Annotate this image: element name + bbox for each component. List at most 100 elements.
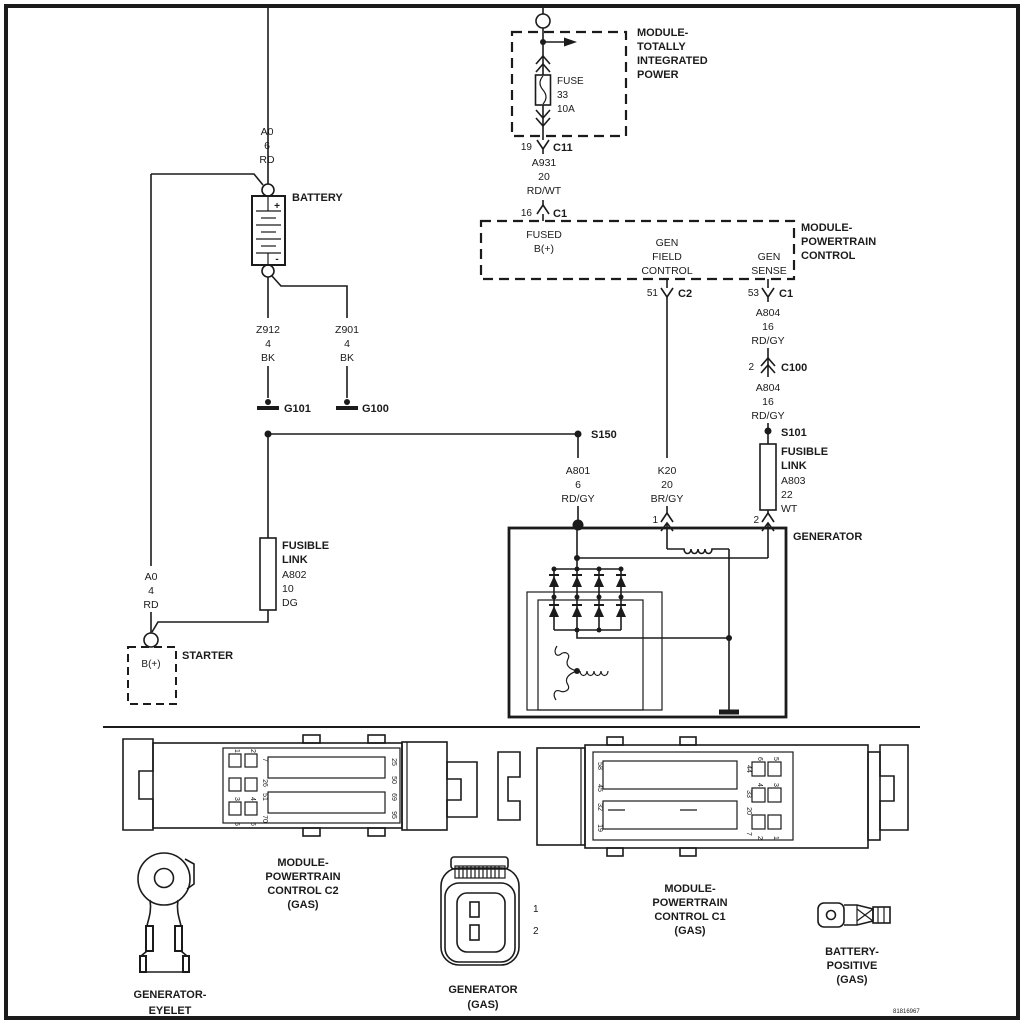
c1-name: C1: [779, 288, 793, 300]
c2-pin-number: 6: [249, 822, 256, 826]
c2-pin-number: 5: [233, 822, 240, 826]
wire-color: BK: [340, 352, 354, 364]
tipm-title-line: INTEGRATED: [637, 55, 708, 67]
pcm-title-line: MODULE-: [801, 222, 853, 234]
wire-gauge: 4: [265, 338, 271, 350]
battery-symbol: A0 6 RD + - BATTERY: [151, 126, 343, 278]
rectifier-diodes: [549, 566, 626, 633]
fuse-element-icon: [539, 75, 547, 105]
battery-positive-caption-line: POSITIVE: [827, 960, 878, 972]
generator-connector-pin1: [469, 901, 480, 918]
c1-caption-line: (GAS): [674, 925, 706, 937]
generator-box: GENERATOR: [507, 526, 862, 719]
wire-color: RD: [259, 154, 275, 166]
wire-color: RD/WT: [527, 185, 562, 197]
wire-gauge: 20: [538, 171, 550, 183]
c2-pin-slot: [267, 756, 386, 779]
wire-circuit: A801: [566, 465, 591, 477]
generator-connector-caption-line: (GAS): [467, 999, 499, 1011]
c2-pin-slot: [267, 791, 386, 814]
generator-internals: [526, 528, 768, 715]
wire-color: DG: [282, 597, 298, 609]
fusible-link-title: LINK: [781, 460, 807, 472]
wire-circuit: A931: [532, 157, 557, 169]
starter-terminal-label: B(+): [141, 659, 160, 670]
battery-positive-caption-line: BATTERY-: [825, 946, 879, 958]
c2-row-number: 26: [261, 779, 268, 787]
c11-name: C11: [553, 142, 573, 154]
pcm-terminal-label: CONTROL: [641, 265, 692, 277]
wire-circuit: A803: [781, 475, 806, 487]
tipm-title-line: TOTALLY: [637, 41, 686, 53]
c2-name: C2: [678, 288, 692, 300]
wire-gauge: 16: [762, 321, 774, 333]
c1-pin: 53: [748, 288, 760, 299]
wire-circuit: Z901: [335, 324, 359, 336]
s150-branch: S150 A801 6 RD/GY: [264, 429, 617, 531]
connector-c100-chevrons-icon: [760, 356, 776, 374]
splice-s101-label: S101: [781, 427, 807, 439]
wire-color: RD: [143, 599, 159, 611]
wire-circuit: A0: [261, 126, 274, 138]
fusible-link-title: FUSIBLE: [781, 446, 828, 458]
battery-plates-icon: [256, 196, 281, 265]
fuse-in-chevrons-icon: [535, 109, 551, 128]
c1-row-number: 58: [596, 762, 603, 770]
generator-connector-pin2-number: 2: [533, 926, 539, 937]
wire-gauge: 10: [282, 583, 294, 595]
c1-pin: 16: [521, 208, 533, 219]
pcm-c2-connector-view: 1 2 3 4 5 6 7 26 51 70 25 50 69 95 MODUL…: [122, 734, 478, 911]
c1-caption-line: POWERTRAIN: [652, 897, 727, 909]
generator-pin1-number: 1: [652, 515, 658, 526]
c1-pin-slot: [602, 800, 738, 830]
c1-row-number: 45: [596, 784, 603, 792]
wire-gauge: 4: [148, 585, 154, 597]
wire-a931: 19 C11 A931 20 RD/WT 16 C1: [521, 139, 573, 221]
wire-gauge: 6: [264, 140, 270, 152]
ground-g100-label: G100: [362, 403, 389, 415]
stator-windings-icon: [553, 645, 609, 701]
c2-row-number: 70: [261, 815, 268, 823]
wire-circuit: A804: [756, 382, 781, 394]
tipm-title-line: MODULE-: [637, 27, 689, 39]
c1-row-number: 32: [596, 803, 603, 811]
wire-gauge: 4: [344, 338, 350, 350]
fusible-link-title: LINK: [282, 554, 308, 566]
c2-caption-line: MODULE-: [277, 857, 329, 869]
wire-gauge: 16: [762, 396, 774, 408]
connector-c11-fork-icon: [536, 139, 550, 154]
c1-row-number: 20: [745, 807, 752, 815]
c1-row-number: 33: [745, 790, 752, 798]
fuse-rating: 10A: [557, 104, 575, 115]
connector-hatch-icon: [454, 865, 506, 879]
c2-pin-number: 3: [233, 797, 240, 801]
c2-caption-line: (GAS): [287, 899, 319, 911]
c1-row-number: 44: [745, 765, 752, 773]
c1-caption-line: CONTROL C1: [654, 911, 725, 923]
wire-circuit: Z912: [256, 324, 280, 336]
wire-gauge: 22: [781, 489, 793, 501]
wire-color: WT: [781, 503, 798, 515]
battery-minus-sign: -: [275, 254, 278, 265]
pcm-module: MODULE- POWERTRAIN CONTROL FUSED B(+) GE…: [479, 219, 876, 300]
ground-g100-icon: [336, 399, 358, 410]
eyelet-caption-line: EYELET: [149, 1005, 192, 1017]
battery-label: BATTERY: [292, 192, 343, 204]
c2-pin-number: 4: [249, 797, 256, 801]
pcm-terminal-label: B(+): [534, 243, 554, 255]
generator-pin2-number: 2: [753, 515, 759, 526]
c2-pin-number: 1: [233, 749, 240, 753]
c1-pin-number: 3: [772, 783, 779, 787]
generator-label: GENERATOR: [793, 531, 862, 543]
eyelet-caption-line: GENERATOR-: [134, 989, 207, 1001]
splice-s101-dot: [764, 427, 772, 435]
c11-pin: 19: [521, 142, 533, 153]
c100-pin: 2: [748, 362, 754, 373]
c1-pin-number: 5: [772, 757, 779, 761]
c1-pin-number: 2: [756, 836, 763, 840]
wire-color: BK: [261, 352, 275, 364]
branch-arrow-icon: [564, 37, 577, 47]
c1-pin-number: 6: [756, 757, 763, 761]
pcm-title-line: POWERTRAIN: [801, 236, 876, 248]
